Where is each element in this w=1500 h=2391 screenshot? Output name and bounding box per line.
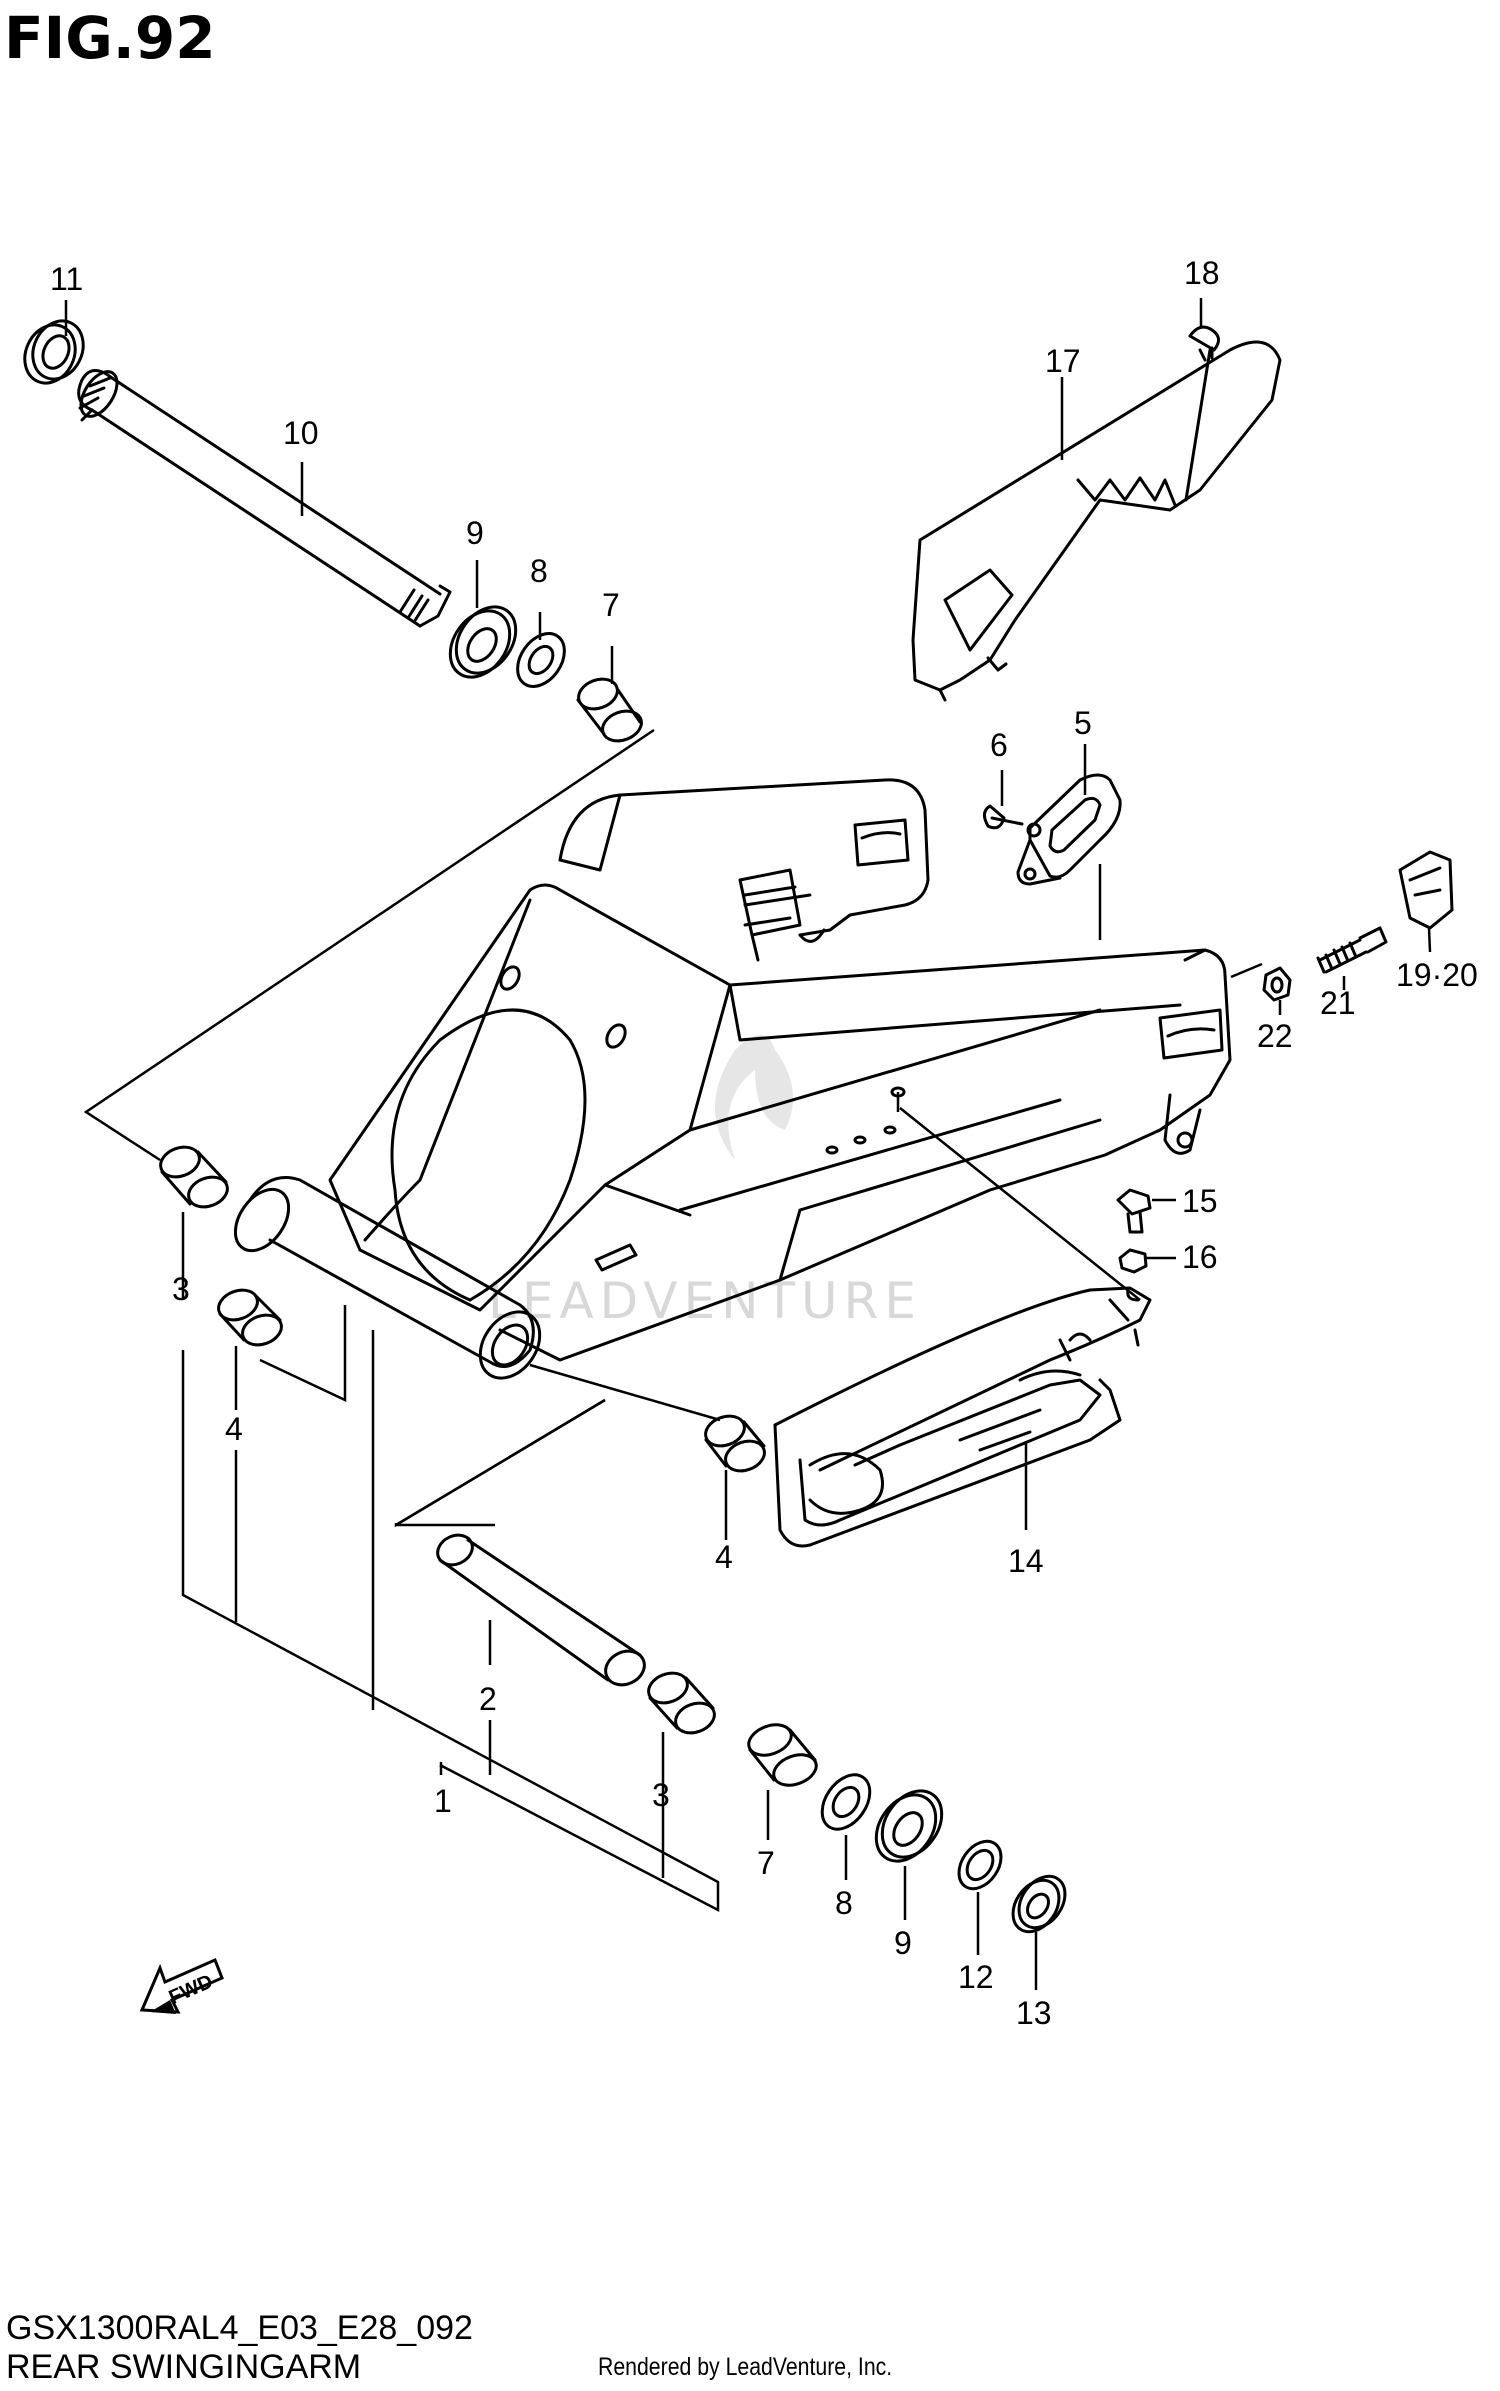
callout-3-left: 3 [172, 1271, 190, 1307]
callout-11: 11 [50, 261, 83, 297]
bearing-4-left-part [217, 1288, 283, 1347]
watermark: LEADVENTURE [488, 1035, 922, 1330]
callout-8-upper: 8 [530, 553, 548, 589]
callout-8-lower: 8 [835, 1885, 853, 1921]
bolt-18-part [1188, 325, 1220, 362]
nut-13-part [1011, 1874, 1067, 1934]
callout-7-upper: 7 [602, 587, 620, 623]
callout-14: 14 [1008, 1543, 1044, 1579]
callout-22: 22 [1257, 1018, 1293, 1054]
callout-17: 17 [1045, 343, 1081, 379]
bearing-3-right-part [647, 1671, 716, 1735]
callout-12: 12 [958, 1959, 994, 1995]
callout-15: 15 [1182, 1183, 1218, 1219]
spacer-lower-part [747, 1723, 818, 1787]
spacer-upper-part [576, 677, 643, 743]
callouts: 11 10 9 8 7 17 18 6 5 19·20 21 22 15 16 … [50, 255, 1478, 2031]
callout-5: 5 [1074, 705, 1092, 741]
guide-5-part [1016, 773, 1122, 886]
fwd-arrow: FWD [139, 1957, 224, 2014]
pivot-tube-2-part [436, 1533, 646, 1687]
nut-16-part [1118, 1248, 1148, 1274]
washer-lower-part [820, 1773, 872, 1831]
dust-seal-part [23, 319, 85, 385]
figure-title: FIG.92 [4, 4, 216, 72]
pivot-shaft-part [77, 369, 452, 628]
render-credit: Rendered by LeadVenture, Inc. [598, 2353, 893, 2381]
callout-3-right: 3 [652, 1777, 670, 1813]
bearing-upper-part [448, 605, 518, 679]
callout-10: 10 [283, 415, 319, 451]
bolt-6-part [983, 804, 1024, 830]
chain-buffer-part [773, 1286, 1152, 1548]
watermark-text: LEADVENTURE [488, 1272, 922, 1330]
callout-1: 1 [434, 1783, 452, 1819]
callout-2: 2 [479, 1681, 497, 1717]
figure-name: REAR SWINGINGARM [6, 2348, 362, 2386]
bearing-lower-part [874, 1789, 944, 1863]
chain-cover-part [911, 340, 1282, 702]
adjuster-bolt-part [1316, 926, 1388, 974]
swingarm-body [233, 778, 1232, 1380]
bearing-4-right-part [704, 1414, 766, 1473]
bearing-3-left-part [159, 1145, 229, 1209]
callout-21: 21 [1320, 985, 1356, 1021]
callout-9-upper: 9 [466, 515, 484, 551]
bolt-15-part [1116, 1188, 1152, 1234]
callout-6: 6 [990, 727, 1008, 763]
adjuster-block-part [1398, 850, 1454, 930]
leader-lines [64, 298, 1432, 1990]
callout-4-left: 4 [225, 1411, 243, 1447]
callout-13: 13 [1016, 1995, 1052, 2031]
callout-9-lower: 9 [894, 1925, 912, 1961]
model-code: GSX1300RAL4_E03_E28_092 [6, 2309, 473, 2347]
callout-19-20: 19·20 [1396, 957, 1478, 993]
washer-upper-part [516, 632, 566, 688]
nut-22-part [1262, 966, 1292, 1002]
callout-4-right: 4 [715, 1539, 733, 1575]
callout-16: 16 [1182, 1239, 1218, 1275]
callout-18: 18 [1184, 255, 1220, 291]
washer-12-part [957, 1839, 1003, 1891]
callout-7-lower: 7 [757, 1845, 775, 1881]
